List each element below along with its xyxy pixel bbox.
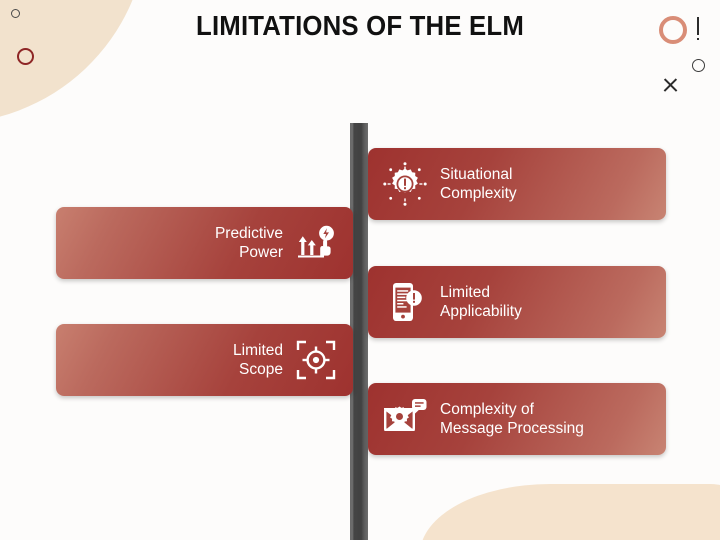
circle-outline-icon-top-right-small bbox=[692, 59, 705, 72]
beige-curve-shape-bottom-right bbox=[420, 484, 720, 540]
left-banner-label: Limited Scope bbox=[233, 342, 283, 378]
growth-arrows-hand-icon bbox=[293, 220, 339, 266]
smartphone-alert-icon bbox=[382, 279, 428, 325]
left-banner-predictive-power[interactable]: Predictive Power bbox=[56, 207, 353, 279]
right-banner-label: Situational Complexity bbox=[440, 166, 517, 202]
right-banner-complexity-message-processing[interactable]: Complexity of Message Processing bbox=[368, 383, 666, 455]
right-banner-limited-applicability[interactable]: Limited Applicability bbox=[368, 266, 666, 338]
gear-alert-icon bbox=[382, 161, 428, 207]
signpost-pole bbox=[350, 123, 368, 540]
circle-outline-icon-top-left-maroon bbox=[17, 48, 34, 65]
left-banner-label: Predictive Power bbox=[214, 225, 283, 261]
right-banner-label: Limited Applicability bbox=[440, 284, 522, 320]
page-title: LIMITATIONS OF THE ELM bbox=[196, 10, 524, 41]
right-banner-situational-complexity[interactable]: Situational Complexity bbox=[368, 148, 666, 220]
exclamation-icon bbox=[697, 17, 699, 40]
right-banner-label: Complexity of Message Processing bbox=[440, 401, 584, 437]
crosshair-target-icon bbox=[293, 337, 339, 383]
close-icon bbox=[662, 76, 679, 93]
circle-outline-icon-top-left-small bbox=[11, 9, 20, 18]
envelope-gear-message-icon bbox=[382, 396, 428, 442]
circle-outline-icon-top-right-salmon bbox=[659, 16, 687, 44]
left-banner-limited-scope[interactable]: Limited Scope bbox=[56, 324, 353, 396]
